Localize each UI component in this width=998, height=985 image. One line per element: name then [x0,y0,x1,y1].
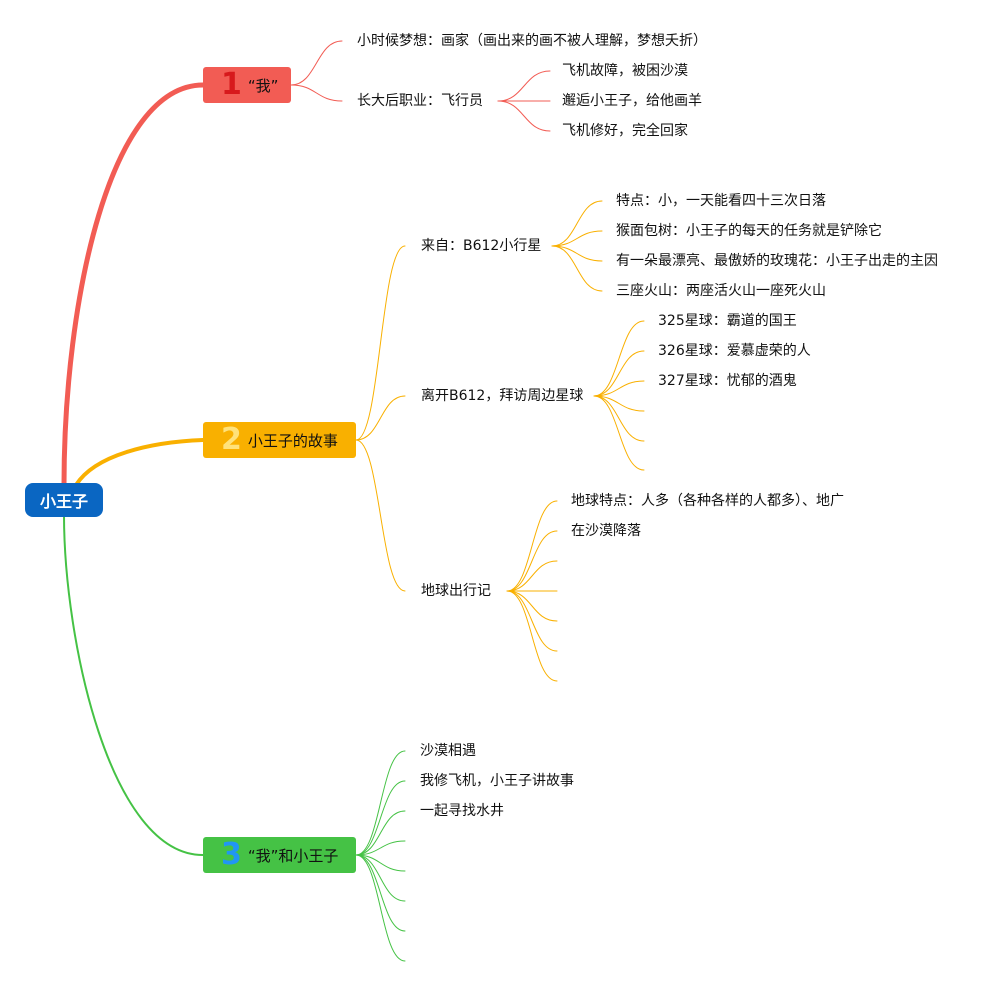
edge-b2-leave-sub-1 [593,320,645,397]
subtopic-plane-fixed[interactable]: 飞机修好，完全回家 [562,123,688,139]
topic-earth-trip[interactable]: 地球出行记 [421,583,491,599]
topic-leave-b612[interactable]: 离开B612，拜访周边星球 [421,388,584,404]
edge-b2-leave-sub-3 [593,380,645,397]
edge-b3-sub-4 [355,840,406,856]
edge-b2-from [355,245,406,441]
edge-b3-sub-3 [355,810,406,856]
edge-b2-from-sub-1 [551,200,603,247]
edge-b3-sub-2 [355,780,406,856]
edge-root-branch-3 [63,514,204,856]
edge-b1-career [290,84,343,102]
subtopic-planet-325[interactable]: 325星球：霸道的国王 [658,313,797,329]
edge-b2-earth-sub-5 [506,590,558,622]
edge-b2-leave-sub-6 [593,395,645,471]
edge-b2-earth [355,439,406,592]
edge-b2-from-sub-4 [551,245,603,292]
edge-b2-leave-sub-5 [593,395,645,442]
subtopic-b612-feature[interactable]: 特点：小，一天能看四十三次日落 [616,193,826,209]
branch-label-2: 小王子的故事 [247,431,338,450]
subtopic-volcanoes[interactable]: 三座火山：两座活火山一座死火山 [616,283,826,299]
edge-b3-sub-6 [355,854,406,902]
subtopic-desert-landing[interactable]: 在沙漠降落 [571,523,641,539]
topic-adult-career[interactable]: 长大后职业：飞行员 [357,93,483,109]
topic-fix-plane-story[interactable]: 我修飞机，小王子讲故事 [420,773,574,789]
subtopic-planet-327[interactable]: 327星球：忧郁的酒鬼 [658,373,797,389]
edge-b3-sub-7 [355,854,406,932]
edge-b3-sub-8 [355,854,406,962]
edge-b2-leave [355,395,406,441]
branch-label-1: “我” [247,76,279,95]
root-node[interactable]: 小王子 [25,483,103,517]
branch-node-1[interactable]: 1 “我” [203,67,291,103]
edge-b3-sub-1 [355,750,406,856]
edge-b2-leave-sub-2 [593,350,645,397]
edge-b2-earth-sub-2 [506,530,558,592]
edge-b2-earth-sub-6 [506,590,558,652]
edge-b2-from-sub-2 [551,230,603,247]
topic-childhood-dream[interactable]: 小时候梦想：画家（画出来的画不被人理解，梦想夭折） [357,33,707,49]
subtopic-plane-crash[interactable]: 飞机故障，被困沙漠 [562,63,688,79]
subtopic-earth-feature[interactable]: 地球特点：人多（各种各样的人都多）、地广 [571,493,844,509]
branch-number-3: 3 [221,837,242,872]
edge-b2-earth-sub-1 [506,500,558,592]
topic-desert-meeting[interactable]: 沙漠相遇 [420,743,476,759]
subtopic-planet-326[interactable]: 326星球：爱慕虚荣的人 [658,343,811,359]
root-label: 小王子 [39,492,88,511]
subtopic-meet-prince[interactable]: 邂逅小王子，给他画羊 [562,93,702,109]
subtopic-rose[interactable]: 有一朵最漂亮、最傲娇的玫瑰花：小王子出走的主因 [616,253,938,269]
topic-find-well[interactable]: 一起寻找水井 [420,803,504,819]
branch-number-1: 1 [221,67,242,102]
edge-b1-career-sub-1 [497,70,551,102]
topic-from-b612[interactable]: 来自：B612小行星 [421,238,542,254]
edge-root-branch-1 [61,82,206,488]
branch-number-2: 2 [221,422,242,457]
branch-label-3: “我”和小王子 [247,846,339,865]
edge-b1-dream [290,40,343,86]
branch-node-3[interactable]: 3 “我”和小王子 [203,837,356,873]
subtopic-baobab[interactable]: 猴面包树：小王子的每天的任务就是铲除它 [616,223,882,239]
edge-b2-earth-sub-3 [506,560,558,592]
edge-b3-sub-5 [355,854,406,872]
edge-b2-leave-sub-4 [593,395,645,412]
edge-b1-career-sub-3 [497,100,551,132]
edge-b2-from-sub-3 [551,245,603,262]
branch-node-2[interactable]: 2 小王子的故事 [203,422,356,458]
edge-root-branch-2 [74,438,205,487]
edge-b2-earth-sub-7 [506,590,558,682]
